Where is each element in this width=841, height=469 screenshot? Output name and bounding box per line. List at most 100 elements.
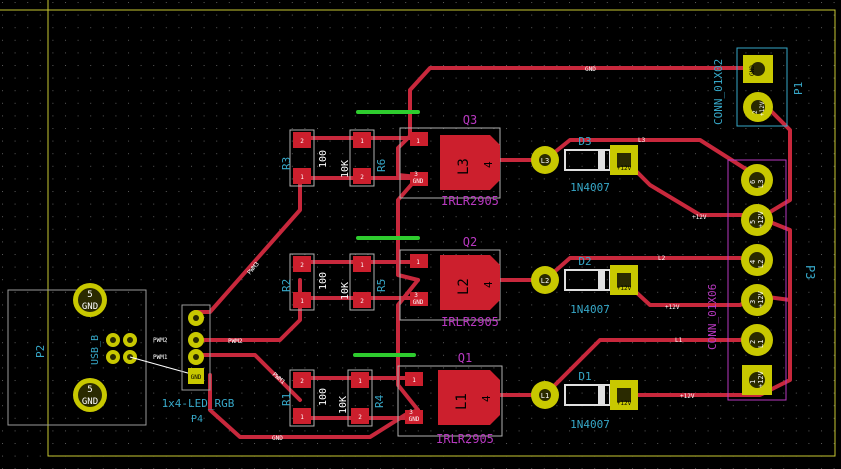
r5-value: 10K [340,282,351,300]
p2-pad-bottom-net: GND [82,397,98,407]
p3-pin-net: +12V [757,370,765,388]
connector-p1[interactable]: GND 2 +12V CONN_01X02 P1 [712,47,805,127]
trace-l3 [543,138,762,180]
p2-pad-bottom-num: 5 [87,385,92,395]
p3-pin-1[interactable]: 1+12V [742,365,772,395]
net-label-12v-3: +12V [692,214,707,221]
p3-pin-net: L2 [757,260,765,268]
diode-d1[interactable]: L1 +12V D1 1N4007 [531,370,638,431]
p3-ref: P3 [803,265,817,279]
mosfet-q3[interactable]: 1 3 GND L3 4 Q3 IRLR2905 [399,113,501,208]
p3-pin-num: 4 [749,260,757,264]
r3-value: 100 [318,150,329,168]
svg-text:1: 1 [358,378,362,385]
net-label-12v-2: +12V [665,304,680,311]
diode-d2[interactable]: L2 +12V D2 1N4007 [531,255,638,316]
p3-pin-num: 3 [749,300,757,304]
q2-value: IRLR2905 [441,315,499,329]
svg-text:+12V: +12V [617,400,632,407]
p3-pin-net: +12V [757,210,765,228]
net-label-pwm2-b: PWM2 [153,337,168,344]
r6-value: 10K [340,160,351,178]
svg-text:1: 1 [416,259,420,266]
svg-text:+12V: +12V [617,165,632,172]
mosfet-q1[interactable]: 1 3 GND L1 4 Q1 IRLR2905 [397,351,503,446]
trace-12v-1 [623,216,792,397]
p3-pin-3[interactable]: 3+12V [741,284,773,316]
d2-value: 1N4007 [570,303,610,316]
q1-pad-net: L1 [454,393,470,410]
p3-pin-num: 6 [749,180,757,184]
svg-text:3: 3 [414,171,418,178]
d3-value: 1N4007 [570,181,610,194]
connector-p4[interactable]: GND 1x4-LED_RGB P4 [162,304,235,425]
svg-text:+12V: +12V [759,101,766,116]
svg-text:1: 1 [300,298,304,305]
resistor-r3[interactable]: 2 1 R3 100 [280,129,329,187]
svg-text:2: 2 [300,262,304,269]
d2-ref: D2 [578,255,591,268]
p3-pin-num: 2 [749,340,757,344]
q3-value: IRLR2905 [441,194,499,208]
r4-ref: R4 [373,394,386,408]
resistor-r2[interactable]: 2 1 R2 100 [280,253,329,311]
p3-pin-net: +12V [757,290,765,308]
d3-ref: D3 [578,135,591,148]
trace-pwm3 [193,168,302,314]
svg-text:2: 2 [358,414,362,421]
p2-pad-top-net: GND [82,302,98,312]
d1-ref: D1 [578,370,591,383]
r2-ref: R2 [280,279,293,292]
resistor-r5[interactable]: 1 2 10K R5 [340,253,388,311]
p3-pin-net: L3 [757,180,765,188]
r5-ref: R5 [375,279,388,292]
p4-value: 1x4-LED_RGB [162,397,235,410]
r4-value: 10K [338,396,349,414]
p3-pin-net: L1 [757,340,765,348]
svg-text:1: 1 [412,377,416,384]
q2-ref: Q2 [463,235,477,249]
connector-p2[interactable]: 5 GND 5 GND P2 USB_B [7,283,196,426]
trace-pwm1 [193,353,302,402]
net-label-gnd-bottom: GND [272,435,283,442]
svg-text:2: 2 [360,174,364,181]
svg-text:2: 2 [360,298,364,305]
net-label-pwm1: PWM1 [153,354,168,361]
svg-text:2: 2 [752,110,759,114]
svg-text:4: 4 [482,161,495,168]
svg-text:1: 1 [360,262,364,269]
r1-ref: R1 [280,393,293,406]
q1-value: IRLR2905 [436,432,494,446]
diode-d3[interactable]: L3 +12V D3 1N4007 [531,135,638,194]
r1-value: 100 [318,388,329,406]
p3-pin-num: 5 [749,220,757,224]
p1-ref: P1 [792,82,805,95]
svg-text:GND: GND [749,65,756,76]
svg-text:GND: GND [409,416,420,423]
p2-value: USB_B [90,335,101,365]
resistor-r1[interactable]: 2 1 R1 100 [280,369,329,427]
svg-text:L2: L2 [541,277,549,285]
d1-value: 1N4007 [570,418,610,431]
p3-value: CONN_01X06 [706,284,719,350]
svg-text:3: 3 [409,409,413,416]
svg-text:3: 3 [414,292,418,299]
net-label-pwm2: PWM2 [228,338,243,345]
resistor-r4[interactable]: 1 2 10K R4 [338,369,386,427]
resistor-r6[interactable]: 1 2 10K R6 [340,129,388,187]
svg-text:1: 1 [300,174,304,181]
svg-text:GND: GND [413,178,424,185]
mosfet-q2[interactable]: 1 3 GND L2 4 Q2 IRLR2905 [399,235,501,329]
svg-text:1: 1 [300,414,304,421]
traces [193,66,792,439]
p4-pin4-net: GND [191,374,202,381]
p2-pad-top-num: 5 [87,290,92,300]
p3-pin-5[interactable]: 5+12V [741,204,773,236]
p2-ref: P2 [34,345,47,358]
net-label-gnd-top: GND [585,66,596,73]
